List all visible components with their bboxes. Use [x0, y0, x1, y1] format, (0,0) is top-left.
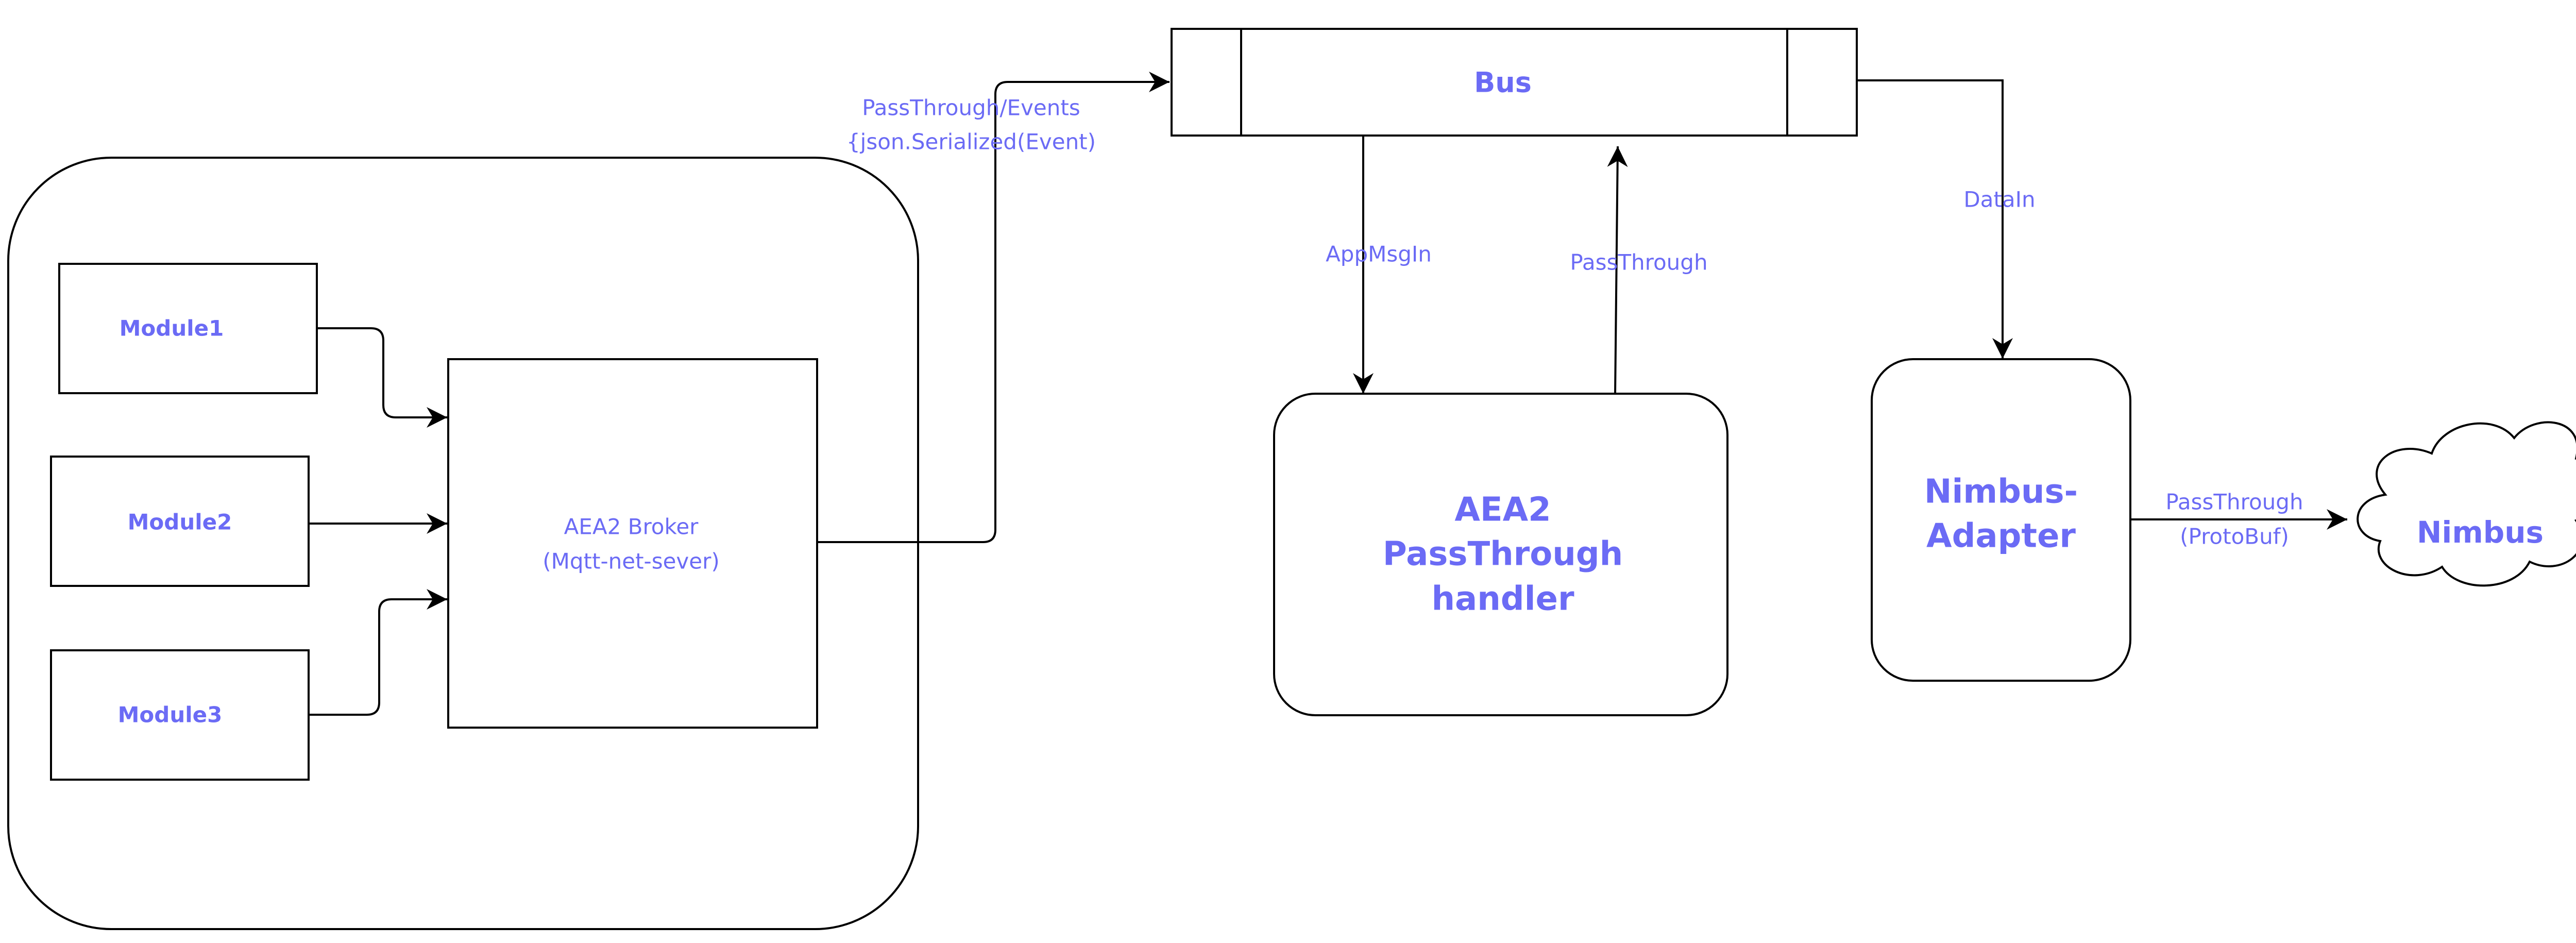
- edge-broker-to-bus-label-line2: {json.Serialized(Event): [846, 129, 1096, 155]
- edge-adapter-to-nimbus-label-line2: (ProtoBuf): [2180, 524, 2289, 549]
- broker-label-line1: AEA2 Broker: [564, 514, 699, 540]
- broker-node[interactable]: [447, 358, 818, 729]
- module2-label: Module2: [128, 510, 232, 535]
- edge-broker-to-bus: [817, 72, 1170, 543]
- module2-node[interactable]: [50, 456, 310, 587]
- passthrough-handler-label-line1: AEA2: [1454, 491, 1551, 529]
- broker-label-line2: (Mqtt-net-sever): [543, 549, 720, 574]
- edge-bus-to-handler-label: AppMsgIn: [1326, 242, 1432, 267]
- nimbus-label: Nimbus: [2417, 515, 2544, 550]
- edge-handler-to-bus: [1607, 146, 1628, 394]
- passthrough-handler-label-line3: handler: [1431, 580, 1574, 618]
- edge-module1-to-broker: [317, 327, 447, 428]
- bus-label: Bus: [1474, 66, 1532, 99]
- module3-label: Module3: [118, 702, 223, 728]
- bus-node[interactable]: [1171, 28, 1858, 137]
- passthrough-handler-node[interactable]: [1273, 393, 1728, 716]
- passthrough-handler-label-line2: PassThrough: [1383, 535, 1623, 574]
- edge-broker-to-bus-label-line1: PassThrough/Events: [862, 95, 1080, 121]
- edge-handler-to-bus-label: PassThrough: [1570, 250, 1707, 275]
- edge-bus-to-adapter-label: DataIn: [1963, 187, 2035, 212]
- nimbus-cloud-icon[interactable]: [2357, 421, 2576, 587]
- edge-bus-to-adapter: [1857, 79, 2013, 359]
- nimbus-adapter-label-line1: Nimbus-: [1924, 473, 2078, 511]
- nimbus-adapter-label-line2: Adapter: [1926, 517, 2076, 555]
- edge-adapter-to-nimbus-label-line1: PassThrough: [2165, 490, 2303, 515]
- module1-label: Module1: [120, 316, 224, 341]
- edge-module3-to-broker: [309, 589, 447, 716]
- module3-node[interactable]: [50, 649, 310, 781]
- module1-node[interactable]: [58, 263, 318, 394]
